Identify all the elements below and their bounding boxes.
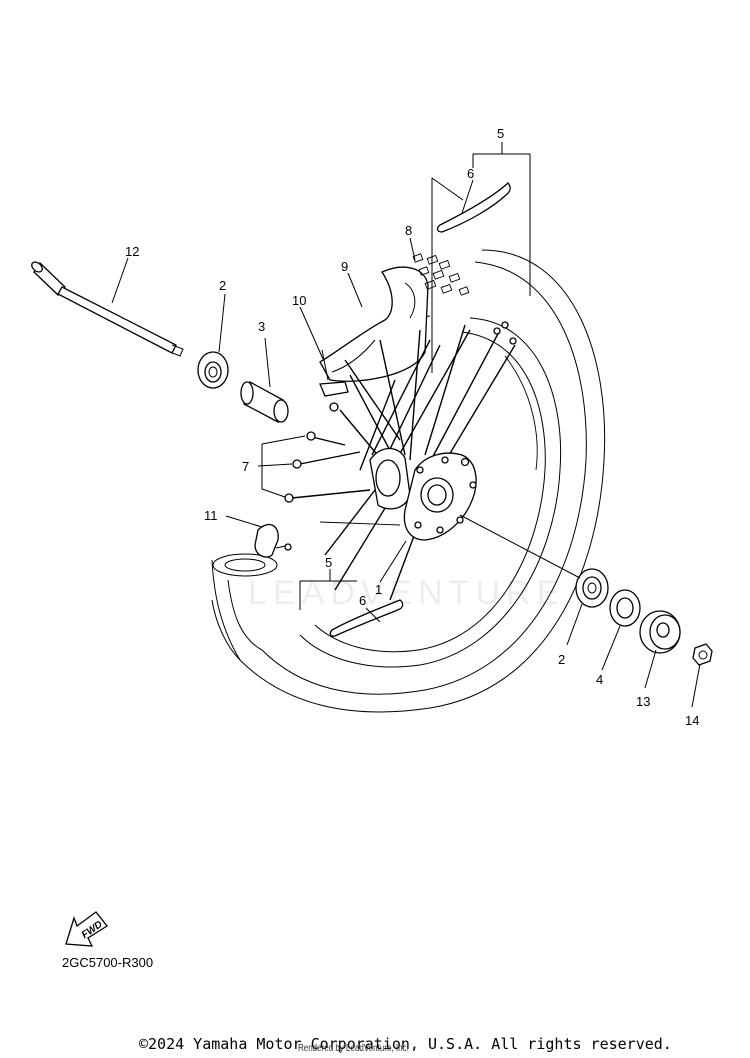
callout-6-lower: 6 [359,593,366,608]
callout-7: 7 [242,459,249,474]
bearing-right [575,568,609,608]
axle-nut [692,643,713,666]
callout-4: 4 [596,672,603,687]
spoke-heads [329,321,517,412]
callout-2-left: 2 [219,278,226,293]
diagram-code: 2GC5700-R300 [62,955,154,970]
rim-strip-lower [329,599,404,637]
axle [31,261,184,357]
rim-band [319,349,349,397]
oil-seal [609,589,641,627]
collar [639,610,681,654]
callout-14: 14 [685,713,699,728]
bearing-left [197,351,229,389]
callout-11: 11 [204,508,218,523]
callout-6-upper: 6 [467,166,474,181]
tire [211,249,606,713]
copyright-text: ©2024 Yamaha Motor Corporation, U.S.A. A… [139,1035,672,1053]
callout-8: 8 [405,223,412,238]
valve-stem [254,523,292,558]
callout-10: 10 [292,293,306,308]
rim-strip-upper [436,182,511,233]
hub [369,447,477,541]
spoke-set [257,431,371,503]
callouts: 5 6 8 9 10 12 2 3 7 11 5 1 6 2 4 13 14 [125,126,699,728]
tube [319,266,429,382]
fwd-arrow-icon: FWD [65,911,108,947]
spacer [240,381,289,423]
callout-13: 13 [636,694,650,709]
leader-lines [111,142,701,708]
spoke-nipple-pattern [412,253,470,296]
callout-2-right: 2 [558,652,565,667]
spokes [319,324,516,601]
callout-5-lower: 5 [325,555,332,570]
callout-1: 1 [375,582,382,597]
rendered-by-text: Rendered by LeadVenture, Inc. [298,1043,409,1054]
callout-12: 12 [125,244,139,259]
callout-3: 3 [258,319,265,334]
callout-9: 9 [341,259,348,274]
callout-5-upper: 5 [497,126,504,141]
